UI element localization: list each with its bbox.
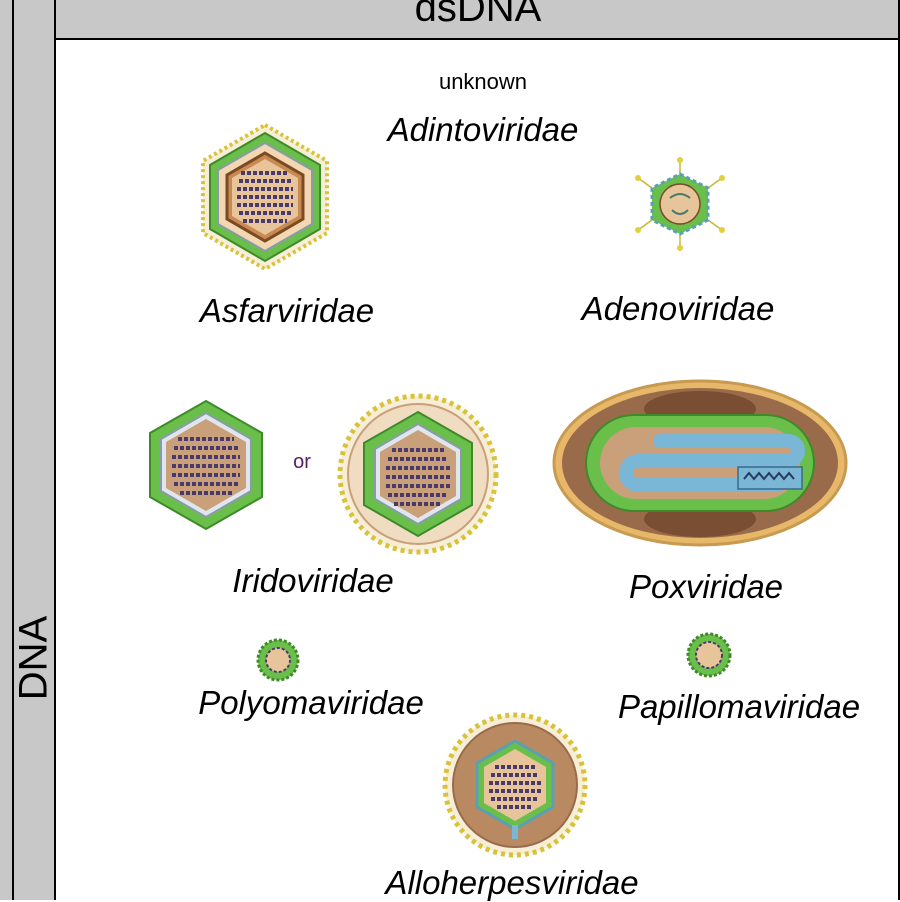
label-asfarviridae: Asfarviridae (199, 292, 375, 329)
label-iridoviridae: Iridoviridae (232, 562, 394, 599)
adenovirus-icon (635, 157, 725, 251)
iridovirus-icon (149, 399, 263, 531)
papillomavirus-icon (686, 632, 732, 678)
left-category-bar (0, 0, 56, 900)
top-category-bar: dsDNA (56, 0, 900, 40)
label-adintoviridae: Adintoviridae (387, 111, 579, 148)
poxvirus-icon (552, 379, 848, 547)
iridovirus-enveloped-icon (337, 393, 499, 555)
label-or: or (293, 451, 311, 473)
category-label-dsdna: dsDNA (414, 0, 542, 30)
label-adenoviridae: Adenoviridae (581, 290, 775, 327)
alloherpesvirus-icon (442, 712, 588, 858)
category-label-dna: DNA (11, 615, 56, 701)
right-border (898, 0, 900, 900)
polyomavirus-icon (256, 638, 300, 682)
label-papillomaviridae: Papillomaviridae (617, 688, 861, 725)
label-poxviridae: Poxviridae (628, 568, 784, 605)
adintoviridae-status: unknown (438, 69, 528, 94)
label-alloherpesviridae: Alloherpesviridae (385, 864, 639, 901)
asfarvirus-icon (201, 122, 329, 272)
label-polyomaviridae: Polyomaviridae (198, 684, 424, 721)
